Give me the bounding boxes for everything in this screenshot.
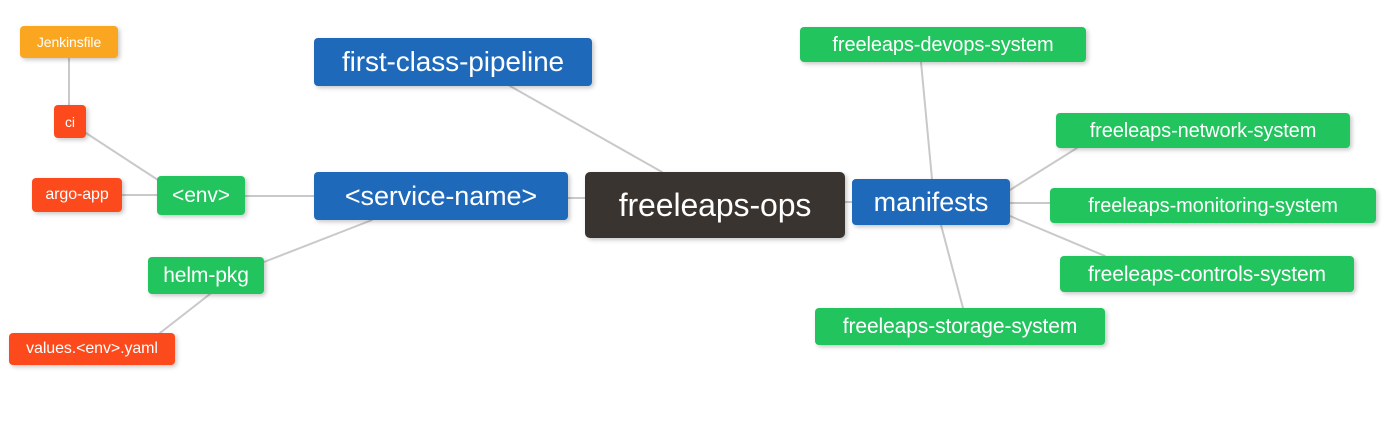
node-freeleaps-monitoring-system[interactable]: freeleaps-monitoring-system	[1050, 188, 1376, 223]
node-freeleaps-controls-system[interactable]: freeleaps-controls-system	[1060, 256, 1354, 292]
node-freeleaps-network-system[interactable]: freeleaps-network-system	[1056, 113, 1350, 148]
node-manifests[interactable]: manifests	[852, 179, 1010, 225]
edge-helmpkg-servicename	[263, 219, 373, 263]
node-first-class-pipeline[interactable]: first-class-pipeline	[314, 38, 592, 86]
node-jenkinsfile[interactable]: Jenkinsfile	[20, 26, 118, 58]
node-freeleaps-storage-system[interactable]: freeleaps-storage-system	[815, 308, 1105, 345]
edge-manifests-storage	[940, 224, 964, 309]
node-argo-app[interactable]: argo-app	[32, 178, 122, 212]
edge-manifests-devops	[920, 61, 933, 180]
node-values-env-yaml[interactable]: values.<env>.yaml	[9, 333, 175, 365]
node-helm-pkg[interactable]: helm-pkg	[148, 257, 264, 294]
edge-manifests-network	[1009, 147, 1078, 191]
node-freeleaps-ops[interactable]: freeleaps-ops	[585, 172, 845, 238]
node-ci[interactable]: ci	[54, 105, 86, 138]
node-freeleaps-devops-system[interactable]: freeleaps-devops-system	[800, 27, 1086, 62]
edge-ci-env	[85, 132, 159, 181]
edge-firstclass-freeleapsops	[509, 85, 663, 173]
edge-values-helmpkg	[159, 293, 211, 334]
node-service-name[interactable]: <service-name>	[314, 172, 568, 220]
node-env[interactable]: <env>	[157, 176, 245, 215]
